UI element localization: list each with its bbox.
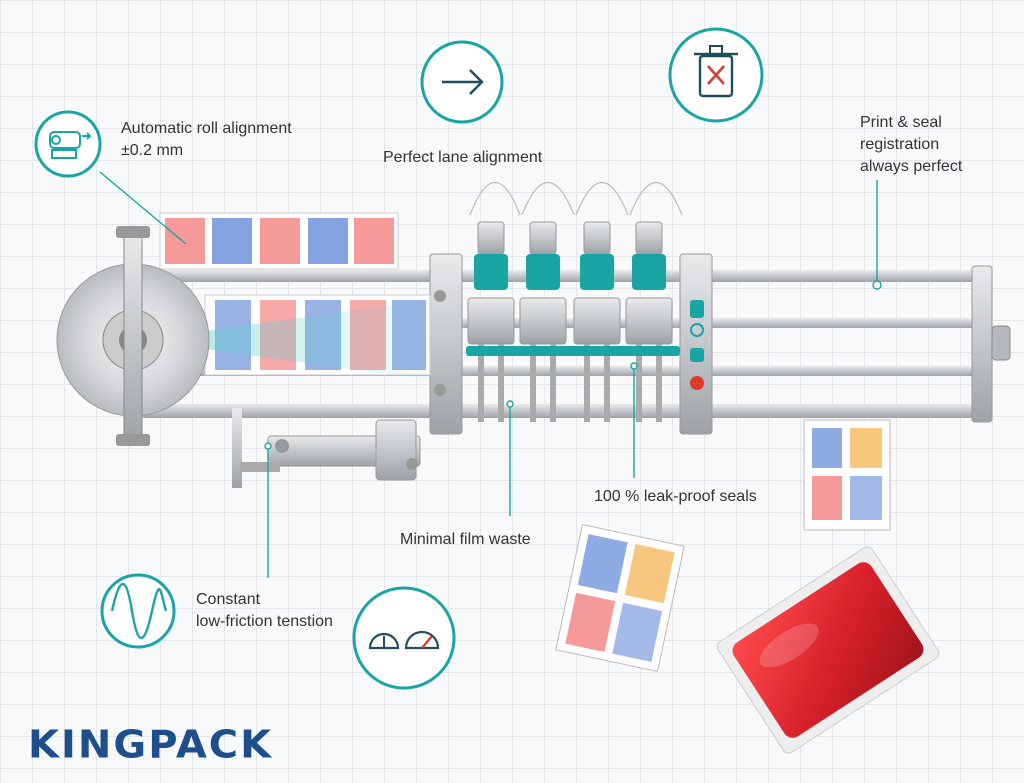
sealing-heads [466,182,683,422]
sauce-sachet [716,546,940,754]
kingpack-logo: KINGPACK [28,723,274,767]
tension-label: Constant low-friction tenstion [196,589,333,633]
tension-line1: Constant [196,591,261,608]
trash-x-icon [668,27,764,123]
callout-lines [99,171,882,578]
roll-alignment-label: Automatic roll alignment ±0.2 mm [121,118,292,162]
tension-line2: low-friction tenstion [196,613,333,630]
registration-label: Print & seal registration always perfect [860,112,962,178]
tension-arm [232,408,421,488]
roll-alignment-line1: Automatic roll alignment [121,120,292,137]
printed-pouch-right [803,419,891,531]
registration-line3: always perfect [860,158,963,175]
printed-pouch-tilted [555,523,685,673]
control-indicators [690,300,704,390]
gauge-icon [352,586,456,690]
registration-line2: registration [860,136,940,153]
lane-alignment-label: Perfect lane alignment [383,149,543,166]
roll-alignment-icon [34,110,102,178]
sealing-head-1 [467,221,515,422]
registration-line1: Print & seal [860,114,942,131]
sine-wave-icon [100,573,176,649]
sealing-head-4 [625,221,673,422]
film-roll [56,226,430,446]
printed-film-strip-top [159,212,399,270]
leak-proof-label: 100 % leak-proof seals [594,488,757,505]
teal-seal-bar [466,346,680,356]
sealing-head-3 [573,221,621,422]
film-waste-label: Minimal film waste [400,531,531,548]
sealing-head-2 [519,221,567,422]
roll-alignment-line2: ±0.2 mm [121,142,184,159]
arrow-right-icon [420,40,504,124]
